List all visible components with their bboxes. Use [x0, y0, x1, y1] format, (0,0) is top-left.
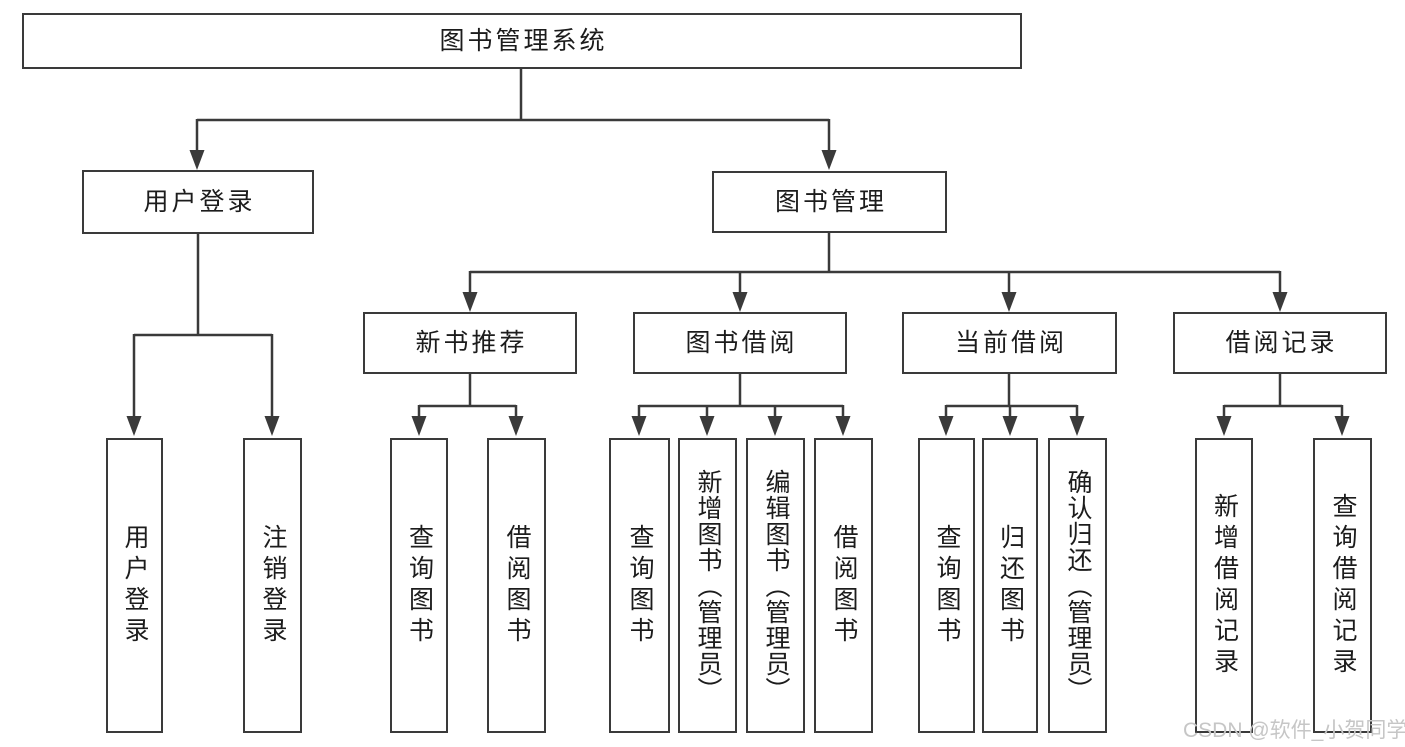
- leaf-query-books-current: 查询图书: [918, 438, 975, 733]
- leaf-confirm-return-admin-label: 确认归还（管理员）: [1064, 468, 1092, 703]
- leaf-user-login-label: 用户登录: [121, 523, 149, 648]
- node-borrow-records-label: 借阅记录: [1225, 328, 1338, 357]
- leaf-add-borrow-record-label: 新增借阅记录: [1210, 492, 1239, 679]
- leaf-borrow-books: 借阅图书: [814, 438, 873, 733]
- leaf-edit-book-admin-label: 编辑图书（管理员）: [762, 468, 790, 703]
- leaf-borrow-books-recommend-label: 借阅图书: [503, 523, 531, 648]
- node-user-login-label: 用户登录: [143, 187, 256, 216]
- node-book-borrow-label: 图书借阅: [685, 328, 798, 357]
- leaf-query-books-recommend: 查询图书: [390, 438, 448, 733]
- leaf-user-login: 用户登录: [106, 438, 163, 733]
- node-book-management: 图书管理: [712, 171, 947, 233]
- leaf-query-borrow-record-label: 查询借阅记录: [1329, 492, 1357, 679]
- watermark: CSDN @软件_小贺同学: [1183, 719, 1405, 742]
- leaf-borrow-books-label: 借阅图书: [830, 523, 858, 648]
- leaf-add-book-admin-label: 新增图书（管理员）: [694, 468, 722, 703]
- leaf-query-books-current-label: 查询图书: [933, 523, 961, 648]
- node-current-borrow-label: 当前借阅: [954, 328, 1067, 357]
- node-borrow-records: 借阅记录: [1173, 312, 1387, 374]
- node-book-borrow: 图书借阅: [633, 312, 847, 374]
- leaf-add-borrow-record: 新增借阅记录: [1195, 438, 1253, 733]
- leaf-query-books-recommend-label: 查询图书: [405, 523, 434, 648]
- leaf-edit-book-admin: 编辑图书（管理员）: [746, 438, 805, 733]
- leaf-logout: 注销登录: [243, 438, 302, 733]
- arrowheads: [126, 150, 1350, 436]
- leaf-confirm-return-admin: 确认归还（管理员）: [1048, 438, 1107, 733]
- node-book-management-label: 图书管理: [774, 187, 887, 216]
- tree-edges: [132, 69, 1344, 421]
- node-current-borrow: 当前借阅: [902, 312, 1117, 374]
- leaf-return-book: 归还图书: [982, 438, 1038, 733]
- leaf-query-borrow-record: 查询借阅记录: [1313, 438, 1372, 733]
- node-new-book-recommend-label: 新书推荐: [415, 328, 528, 357]
- node-system-root-label: 图书管理系统: [439, 26, 608, 55]
- node-user-login: 用户登录: [82, 170, 314, 234]
- connector-lines: [132, 69, 1344, 421]
- leaf-logout-label: 注销登录: [259, 523, 287, 648]
- node-system-root: 图书管理系统: [22, 13, 1022, 69]
- leaf-query-books-borrow-label: 查询图书: [626, 523, 654, 648]
- leaf-borrow-books-recommend: 借阅图书: [487, 438, 546, 733]
- node-new-book-recommend: 新书推荐: [363, 312, 577, 374]
- leaf-query-books-borrow: 查询图书: [609, 438, 670, 733]
- leaf-add-book-admin: 新增图书（管理员）: [678, 438, 737, 733]
- leaf-return-book-label: 归还图书: [996, 523, 1025, 648]
